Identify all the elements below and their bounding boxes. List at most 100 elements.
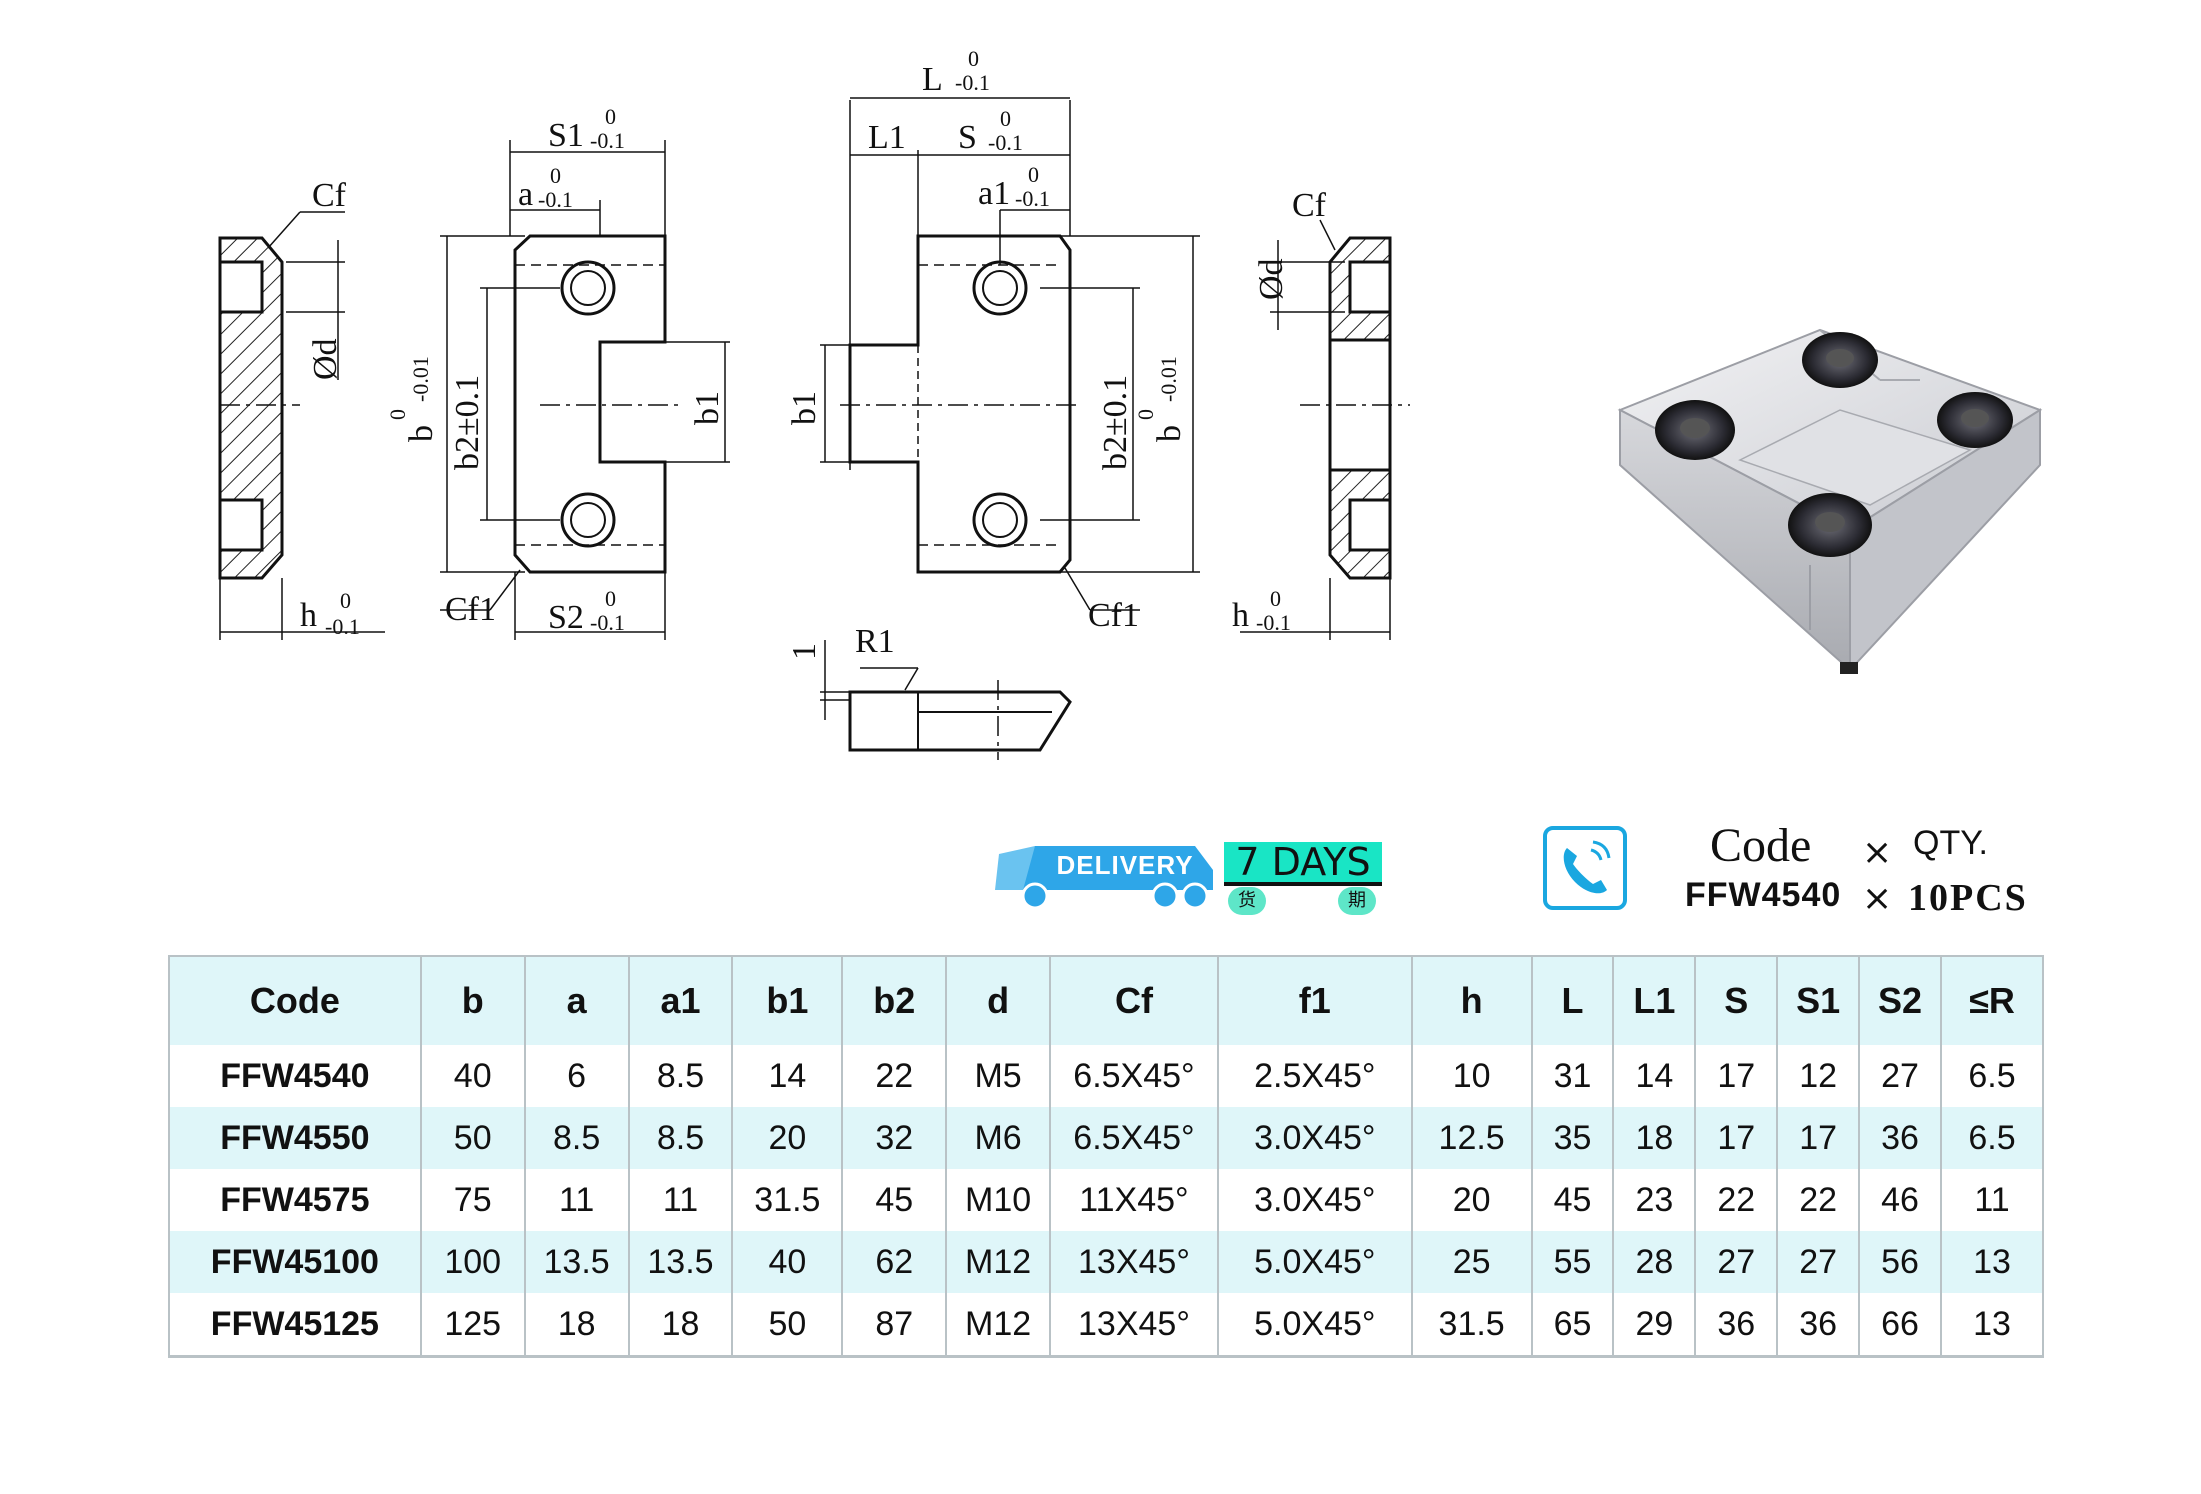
value-cell: 65 xyxy=(1531,1293,1615,1358)
times-sign: × xyxy=(1862,832,1893,873)
value-cell: 20 xyxy=(732,1107,844,1169)
value-cell: 3.0X45° xyxy=(1217,1169,1413,1231)
value-cell: 12 xyxy=(1777,1045,1861,1107)
label-b-right: b xyxy=(1151,425,1188,442)
value-cell: 125 xyxy=(420,1293,526,1358)
value-cell: 2.5X45° xyxy=(1217,1045,1413,1107)
label-b1-right: b1 xyxy=(786,391,823,425)
delivery-label: DELIVERY xyxy=(1056,850,1194,880)
value-cell: 45 xyxy=(842,1169,948,1231)
code-cell: FFW4550 xyxy=(168,1107,422,1169)
value-cell: 27 xyxy=(1695,1231,1779,1293)
label-s2-tol0: 0 xyxy=(605,586,616,611)
label-s1-tol0: 0 xyxy=(605,104,616,129)
label-l: L xyxy=(922,61,943,98)
value-cell: 8.5 xyxy=(524,1107,630,1169)
column-header: S2 xyxy=(1859,955,1942,1045)
label-s1: S1 xyxy=(548,117,584,154)
delivery-truck-icon xyxy=(995,846,1213,910)
value-cell: 29 xyxy=(1613,1293,1697,1358)
label-s1-tol: -0.1 xyxy=(590,128,625,153)
value-cell: 36 xyxy=(1777,1293,1861,1358)
value-cell: 17 xyxy=(1695,1107,1779,1169)
value-cell: 5.0X45° xyxy=(1217,1231,1413,1293)
value-cell: M12 xyxy=(946,1293,1052,1358)
value-cell: 46 xyxy=(1859,1169,1942,1231)
value-cell: 32 xyxy=(842,1107,948,1169)
code-cell: FFW45125 xyxy=(168,1293,422,1358)
column-header: S1 xyxy=(1777,955,1861,1045)
value-cell: 45 xyxy=(1531,1169,1615,1231)
value-cell: 87 xyxy=(842,1293,948,1358)
label-a: a xyxy=(518,176,533,213)
column-header: a1 xyxy=(628,955,734,1045)
value-cell: 25 xyxy=(1411,1231,1533,1293)
value-cell: 13 xyxy=(1940,1231,2045,1293)
value-cell: 31 xyxy=(1531,1045,1615,1107)
order-sample-code: FFW4540 xyxy=(1685,876,1842,914)
column-header: ≤R xyxy=(1940,955,2045,1045)
label-cf-left: Cf xyxy=(312,177,347,214)
label-cf1-right: Cf1 xyxy=(1088,597,1139,634)
label-b1-left: b1 xyxy=(689,391,726,425)
value-cell: 14 xyxy=(732,1045,844,1107)
value-cell: 62 xyxy=(842,1231,948,1293)
column-header: h xyxy=(1411,955,1533,1045)
label-s: S xyxy=(958,119,977,156)
times-sign: × xyxy=(1862,878,1893,919)
value-cell: 35 xyxy=(1531,1107,1615,1169)
label-h-left-tol: -0.1 xyxy=(325,614,360,639)
value-cell: 8.5 xyxy=(628,1107,734,1169)
value-cell: M12 xyxy=(946,1231,1052,1293)
label-l-tol: -0.1 xyxy=(955,70,990,95)
value-cell: 10 xyxy=(1411,1045,1533,1107)
value-cell: 31.5 xyxy=(1411,1293,1533,1358)
value-cell: 22 xyxy=(1777,1169,1861,1231)
value-cell: 13X45° xyxy=(1050,1293,1219,1358)
column-header: b1 xyxy=(732,955,844,1045)
label-s2: S2 xyxy=(548,599,584,636)
value-cell: 5.0X45° xyxy=(1217,1293,1413,1358)
column-header: d xyxy=(946,955,1052,1045)
code-cell: FFW4575 xyxy=(168,1169,422,1231)
label-s-tol0: 0 xyxy=(1000,106,1011,131)
bottom-view xyxy=(820,640,1072,760)
column-header: a xyxy=(524,955,630,1045)
value-cell: 40 xyxy=(732,1231,844,1293)
bolt-icon xyxy=(1788,493,1872,557)
label-h-right: h xyxy=(1232,597,1249,634)
value-cell: 56 xyxy=(1859,1231,1942,1293)
order-qty-label: QTY. xyxy=(1913,824,1988,862)
column-header: L xyxy=(1531,955,1615,1045)
value-cell: 28 xyxy=(1613,1231,1697,1293)
value-cell: M10 xyxy=(946,1169,1052,1231)
value-cell: 55 xyxy=(1531,1231,1615,1293)
side-view-right xyxy=(1240,219,1410,640)
delivery-days: 7 DAYS xyxy=(1224,842,1382,886)
label-h-left: h xyxy=(300,597,317,634)
label-a1-tol0: 0 xyxy=(1028,162,1039,187)
label-s2-tol: -0.1 xyxy=(590,610,625,635)
label-h-right-tol0: 0 xyxy=(1270,586,1281,611)
value-cell: 17 xyxy=(1777,1107,1861,1169)
value-cell: 22 xyxy=(1695,1169,1779,1231)
label-a1-tol: -0.1 xyxy=(1015,186,1050,211)
side-view-left xyxy=(218,211,385,640)
value-cell: 13.5 xyxy=(524,1231,630,1293)
label-b-right-tol0: 0 xyxy=(1133,409,1158,420)
label-l-tol0: 0 xyxy=(968,46,979,71)
label-a-tol: -0.1 xyxy=(538,187,573,212)
value-cell: 27 xyxy=(1777,1231,1861,1293)
value-cell: 11 xyxy=(628,1169,734,1231)
product-photo xyxy=(1617,328,2043,674)
delivery-cn-2: 期 xyxy=(1338,887,1376,915)
value-cell: 100 xyxy=(420,1231,526,1293)
value-cell: 8.5 xyxy=(628,1045,734,1107)
value-cell: 27 xyxy=(1859,1045,1942,1107)
order-code-label: Code xyxy=(1710,819,1812,872)
